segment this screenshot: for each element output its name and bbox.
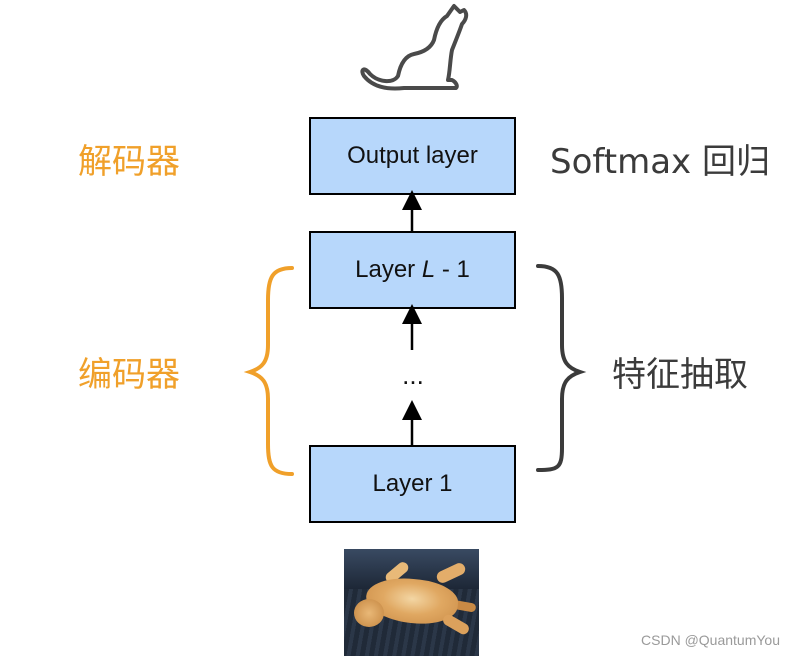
- output-layer-label: Output layer: [347, 142, 478, 169]
- softmax-label: Softmax 回归: [550, 142, 770, 182]
- feature-extraction-label: 特征抽取: [612, 355, 748, 395]
- layer-1-label: Layer 1: [372, 470, 453, 497]
- layer-l-prefix: Layer: [355, 256, 422, 283]
- encoder-label: 编码器: [78, 355, 180, 395]
- layer-1-box: Layer 1: [309, 445, 516, 523]
- ellipsis: ...: [402, 360, 424, 390]
- layer-l-italic: L: [421, 256, 436, 283]
- layer-l-minus-1-box: Layer L - 1: [309, 231, 516, 309]
- output-layer-box: Output layer: [309, 117, 516, 195]
- feature-brace: [536, 264, 587, 472]
- layer-l-suffix: - 1: [435, 256, 470, 283]
- cat-photo: [344, 549, 479, 656]
- watermark: CSDN @QuantumYou: [641, 632, 780, 648]
- encoder-brace: [243, 266, 294, 476]
- layer-l-minus-1-label: Layer L - 1: [355, 256, 470, 284]
- decoder-label: 解码器: [78, 142, 180, 182]
